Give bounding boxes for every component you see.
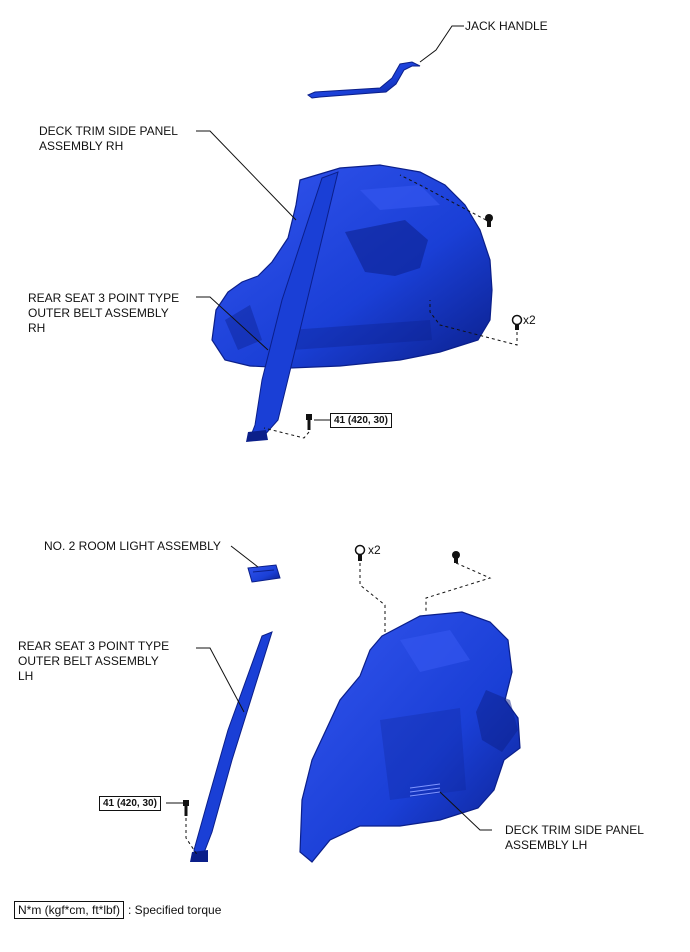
room-light-leader bbox=[230, 545, 259, 568]
label-belt-lh-line2: OUTER BELT ASSEMBLY bbox=[18, 654, 159, 668]
label-belt-rh-line1: REAR SEAT 3 POINT TYPE bbox=[28, 291, 180, 305]
label-belt-rh-line2: OUTER BELT ASSEMBLY bbox=[28, 306, 169, 320]
belt-rh-part bbox=[246, 171, 339, 442]
rh-clip-dash bbox=[429, 300, 518, 346]
label-deck-rh-line1: DECK TRIM SIDE PANEL bbox=[39, 124, 178, 138]
legend-unit-box: N*m (kgf*cm, ft*lbf) bbox=[14, 901, 125, 919]
label-deck-rh-line2: ASSEMBLY RH bbox=[39, 139, 124, 153]
torque-rh-bolt: 41 (420, 30) bbox=[330, 413, 392, 428]
jack-handle-leader bbox=[419, 25, 464, 63]
label-deck-lh-line1: DECK TRIM SIDE PANEL bbox=[505, 823, 644, 837]
label-room-light: NO. 2 ROOM LIGHT ASSEMBLY bbox=[44, 539, 221, 553]
label-belt-lh-line3: LH bbox=[18, 669, 34, 683]
deck-rh-leader bbox=[196, 130, 297, 221]
lh-bolt bbox=[183, 800, 189, 816]
torque-lh-bolt: 41 (420, 30) bbox=[99, 796, 161, 811]
label-jack-handle: JACK HANDLE bbox=[465, 19, 548, 33]
rh-screw-dash bbox=[399, 174, 487, 221]
rh-bolt bbox=[306, 414, 312, 430]
lh-clip bbox=[354, 544, 366, 561]
label-belt-lh-line1: REAR SEAT 3 POINT TYPE bbox=[18, 639, 170, 653]
legend-text: : Specified torque bbox=[128, 903, 222, 917]
belt-rh-leader bbox=[196, 296, 269, 351]
lh-bolt-dash bbox=[185, 818, 199, 857]
label-deck-lh-line2: ASSEMBLY LH bbox=[505, 838, 588, 852]
deck-lh-leader bbox=[439, 791, 492, 831]
jack-handle-part bbox=[307, 61, 421, 99]
torque-legend: N*m (kgf*cm, ft*lbf): Specified torque bbox=[14, 901, 222, 919]
rh-bolt-dash bbox=[263, 427, 310, 439]
belt-lh-part bbox=[190, 631, 273, 862]
label-lh-clip-qty: x2 bbox=[368, 543, 381, 557]
room-light-part bbox=[247, 564, 281, 583]
rh-clip bbox=[511, 314, 523, 330]
label-belt-rh-line3: RH bbox=[28, 321, 46, 335]
lh-screw-dash bbox=[425, 562, 492, 612]
deck-trim-panel-lh-part bbox=[299, 611, 521, 863]
lh-screw bbox=[452, 551, 460, 563]
label-rh-clip-qty: x2 bbox=[523, 313, 536, 327]
rh-screw-top bbox=[485, 214, 493, 227]
belt-lh-leader bbox=[196, 647, 245, 713]
lh-clip-dash bbox=[359, 563, 386, 632]
